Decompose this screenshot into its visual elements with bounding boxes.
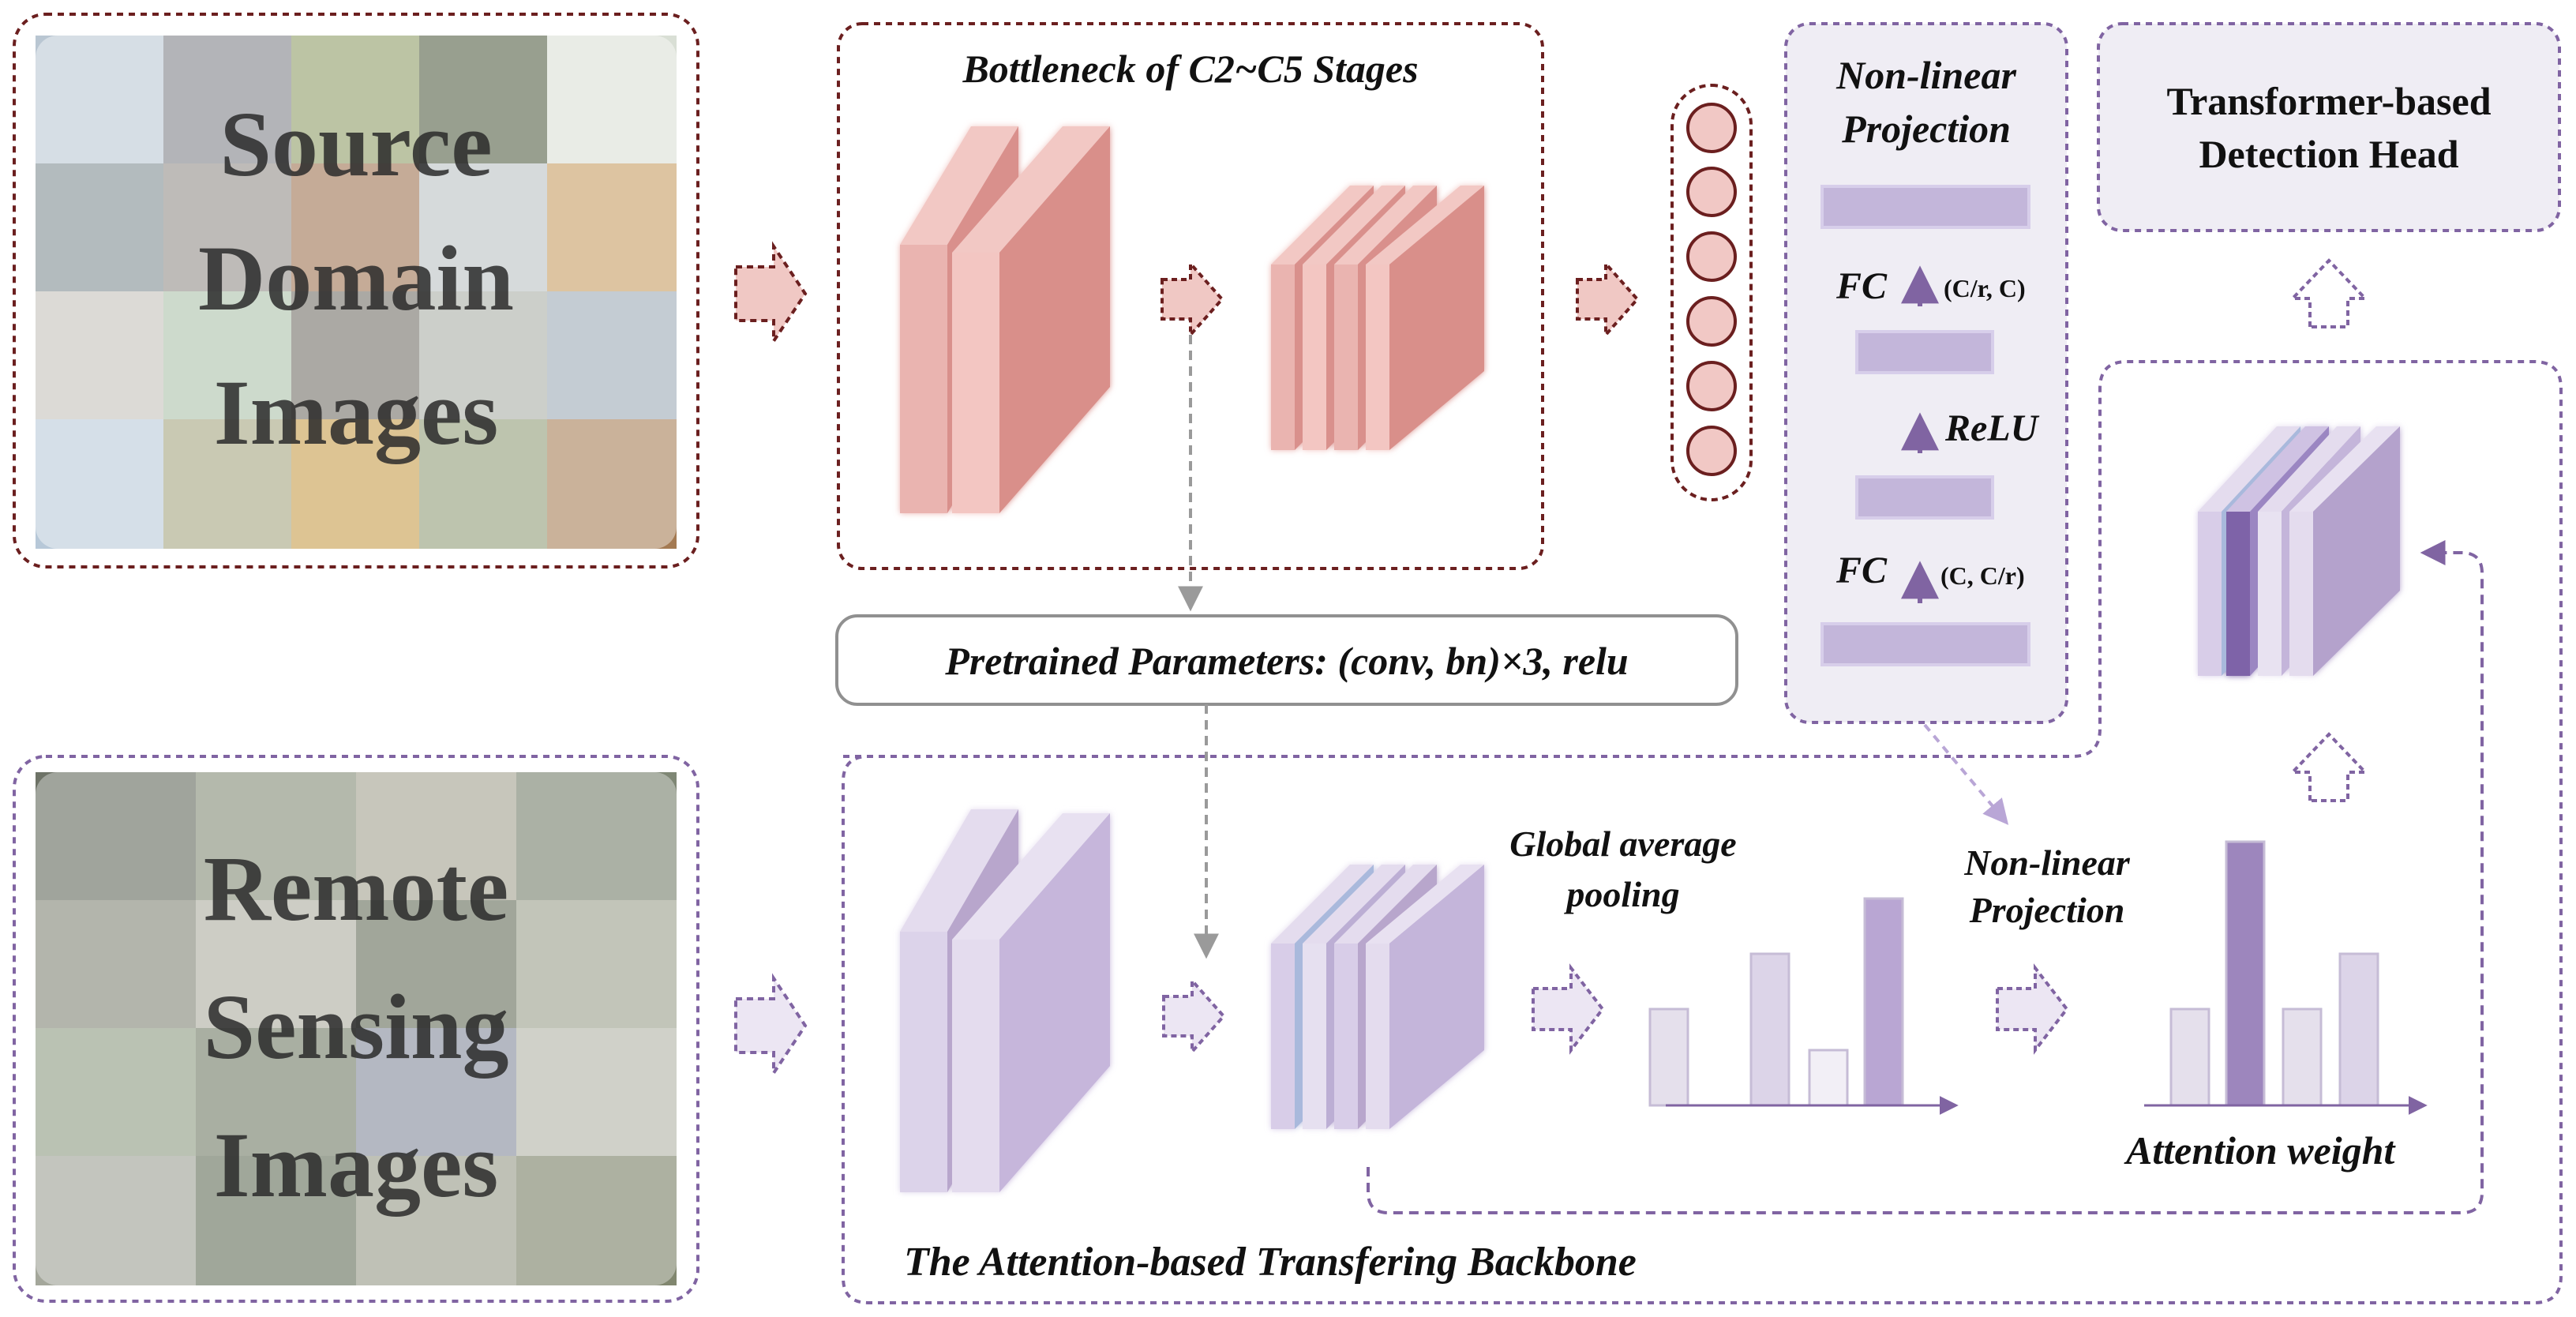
relu-label: ReLU bbox=[1944, 407, 2040, 449]
backbone-title: The Attention-based Transfering Backbone bbox=[904, 1240, 1637, 1285]
feature-map-stack bbox=[1271, 865, 1484, 1129]
remote-image-mosaic bbox=[36, 772, 677, 1285]
relu-output-layer bbox=[1855, 330, 1994, 374]
feature-map-stack bbox=[2198, 426, 2400, 676]
source-label-line1: Source bbox=[219, 92, 492, 196]
projection-box: Non-linear Projection FC (C/r, C) ReLU F… bbox=[1784, 22, 2068, 724]
source-domain-panel: Source Domain Images bbox=[13, 13, 699, 568]
pretrained-label: Pretrained Parameters: (conv, bn)×3, rel… bbox=[944, 639, 1628, 683]
neuron-circle-icon bbox=[1686, 231, 1737, 282]
neuron-column bbox=[1670, 84, 1753, 501]
attention-weight-bars bbox=[2144, 840, 2428, 1115]
remote-label-line3: Images bbox=[214, 1113, 499, 1217]
projection-title-line1: Non-linear bbox=[1835, 53, 2016, 97]
projection-title-line2: Projection bbox=[1841, 107, 2011, 151]
dashed-arrow-icon bbox=[1161, 259, 1224, 340]
dashed-arrow-icon bbox=[1996, 963, 2069, 1055]
dashed-arrow-icon bbox=[2289, 732, 2369, 802]
remote-label-line1: Remote bbox=[204, 837, 509, 940]
fc-bottom-dims: (C, C/r) bbox=[1940, 561, 2025, 590]
feature-map-stack bbox=[1271, 186, 1484, 450]
dashed-arrow-icon bbox=[2289, 258, 2369, 328]
dashed-arrow-icon bbox=[734, 973, 808, 1079]
pretrained-parameters-box: Pretrained Parameters: (conv, bn)×3, rel… bbox=[835, 614, 1738, 706]
neuron-circle-icon bbox=[1686, 103, 1737, 153]
attention-weight-label: Attention weight bbox=[2124, 1128, 2396, 1173]
dashed-arrow-icon bbox=[1162, 976, 1226, 1056]
feature-map-stack bbox=[900, 809, 1110, 1192]
proj-label-line2: Projection bbox=[1969, 890, 2125, 930]
neuron-circle-icon bbox=[1686, 426, 1737, 476]
bottleneck-title: Bottleneck of C2~C5 Stages bbox=[962, 47, 1418, 91]
neuron-circle-icon bbox=[1686, 167, 1737, 217]
gap-label-line2: pooling bbox=[1563, 874, 1679, 914]
bottleneck-box: Bottleneck of C2~C5 Stages bbox=[837, 22, 1544, 570]
dashed-arrow-icon bbox=[1576, 259, 1640, 340]
feature-map-stack bbox=[900, 126, 1110, 513]
detection-head-line1: Transformer-based bbox=[2166, 79, 2491, 123]
pooled-feature-bars bbox=[1648, 897, 1959, 1115]
neuron-circle-icon bbox=[1686, 296, 1737, 347]
remote-label-line2: Sensing bbox=[204, 975, 509, 1079]
fc-input-layer bbox=[1820, 622, 2030, 666]
dashed-arrow-icon bbox=[734, 241, 808, 347]
fc-top-label: FC bbox=[1835, 265, 1888, 307]
attention-feedback-line bbox=[1367, 540, 2484, 1214]
detection-head-box: Transformer-based Detection Head bbox=[2097, 22, 2561, 232]
fc-bottom-label: FC bbox=[1835, 550, 1888, 591]
source-image-mosaic bbox=[36, 36, 677, 549]
remote-sensing-panel: Remote Sensing Images bbox=[13, 755, 699, 1303]
fc-top-dims: (C/r, C) bbox=[1944, 274, 2026, 302]
proj-label-line1: Non-linear bbox=[1963, 842, 2131, 883]
source-label-line3: Images bbox=[214, 361, 499, 464]
source-label-line2: Domain bbox=[198, 227, 514, 330]
hidden-layer bbox=[1855, 475, 1994, 520]
projection-link bbox=[1923, 723, 2009, 825]
detection-head-line2: Detection Head bbox=[2199, 132, 2458, 176]
neuron-circle-icon bbox=[1686, 361, 1737, 411]
dashed-arrow-icon bbox=[1532, 963, 1605, 1055]
gap-label-line1: Global average bbox=[1509, 824, 1736, 864]
fc-output-layer bbox=[1820, 185, 2030, 229]
attention-backbone-region: The Attention-based Transfering Backbone bbox=[842, 360, 2563, 1304]
